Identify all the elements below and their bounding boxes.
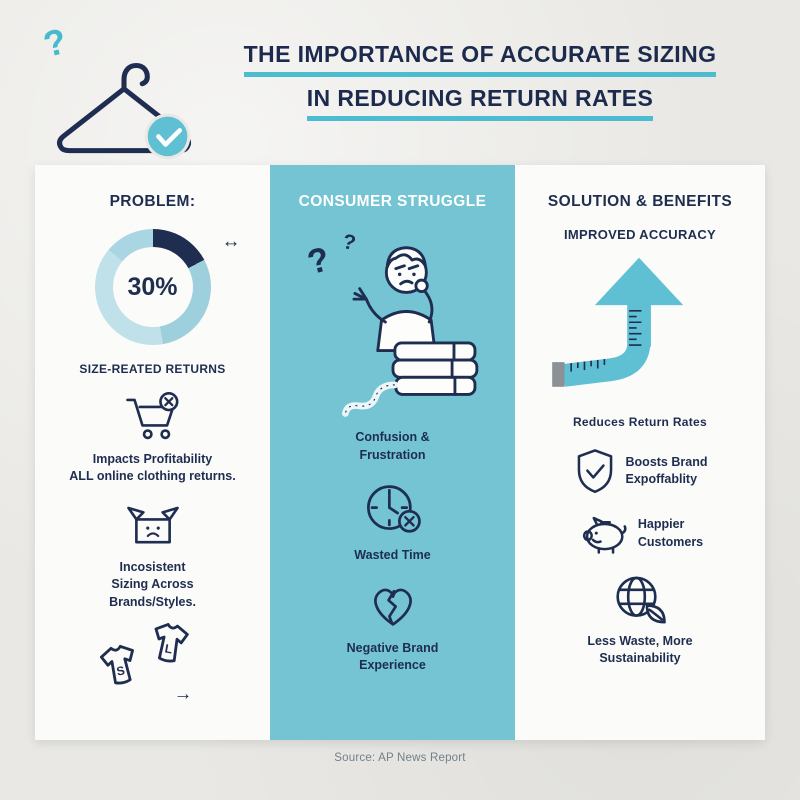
globe-leaf-icon xyxy=(616,576,666,624)
broken-heart-icon xyxy=(373,588,412,626)
donut-label: SIZE-REATED RETURNS xyxy=(79,362,226,376)
measuring-tape-arrow-icon xyxy=(552,257,684,387)
tshirt-sizes-icon: S L → xyxy=(99,623,192,704)
header: ? THE IMPORTANCE OF ACCURATE SIZING IN R… xyxy=(0,0,800,165)
question-mark-icon: ? xyxy=(303,240,333,282)
donut-value: 30% xyxy=(127,272,178,301)
piggy-bank-icon xyxy=(582,516,627,554)
shirt-size-large-label: L xyxy=(163,642,173,657)
confusion-text: Confusion & Frustration xyxy=(355,430,430,462)
resize-arrow-icon: ↔ xyxy=(221,231,241,252)
donut-chart: 30% ↔ xyxy=(94,229,241,345)
source-text: Source: AP News Report xyxy=(334,752,466,764)
problem-column: PROBLEM: 30% ↔ SIZE-REATED RETURNS xyxy=(35,165,270,740)
source-footer: Source: AP News Report xyxy=(0,752,800,764)
sustainability-text: Less Waste, More Sustainability xyxy=(587,633,693,666)
impact-text: Impacts Profitability ALL online clothin… xyxy=(69,451,236,484)
columns-band: PROBLEM: 30% ↔ SIZE-REATED RETURNS xyxy=(35,165,765,740)
struggle-column: CONSUMER STRUGGLE ? ? xyxy=(270,165,515,740)
reduces-returns-text: Reduces Return Rates xyxy=(572,415,708,429)
hanger-icon xyxy=(57,62,191,160)
happier-customers-item: Happier Customers xyxy=(577,512,703,556)
confused-person-illustration: ? ? xyxy=(303,230,478,417)
shield-check-icon xyxy=(577,448,612,493)
cart-x-icon xyxy=(125,391,178,440)
question-mark-icon-small: ? xyxy=(340,230,357,255)
check-circle xyxy=(144,113,191,160)
title-line-2: IN REDUCING RETURN RATES xyxy=(306,84,654,121)
solution-column: SOLUTION & BENEFITS IMPROVED ACCURACY Re… xyxy=(515,165,765,740)
shirt-size-small-label: S xyxy=(115,664,126,679)
problem-heading: PROBLEM: xyxy=(109,193,196,210)
title-line-1: THE IMPORTANCE OF ACCURATE SIZING xyxy=(243,40,717,77)
page-title: THE IMPORTANCE OF ACCURATE SIZING IN RED… xyxy=(190,40,770,128)
boosts-brand-text: Boosts Brand Expoffablity xyxy=(625,454,708,487)
right-arrow-icon: → xyxy=(173,683,192,704)
wasted-time-clock-icon xyxy=(366,485,421,533)
boosts-brand-item: Boosts Brand Expoffablity xyxy=(573,447,708,496)
sad-box-icon xyxy=(126,506,179,544)
donut-ring: 30% xyxy=(94,229,211,345)
wasted-time-text: Wasted Time xyxy=(354,548,431,562)
check-icon xyxy=(156,128,183,147)
improved-accuracy-label: IMPROVED ACCURACY xyxy=(564,227,716,242)
negative-brand-text: Negative Brand Experience xyxy=(346,640,439,673)
solution-heading: SOLUTION & BENEFITS xyxy=(547,193,733,210)
hanger-graphic: ? xyxy=(39,20,207,161)
struggle-heading: CONSUMER STRUGGLE xyxy=(298,193,487,210)
happier-customers-text: Happier Customers xyxy=(637,517,704,549)
tape-end-cap xyxy=(552,362,565,387)
inconsistent-text: Incosistent Sizing Across Brands/Styles. xyxy=(109,559,196,609)
